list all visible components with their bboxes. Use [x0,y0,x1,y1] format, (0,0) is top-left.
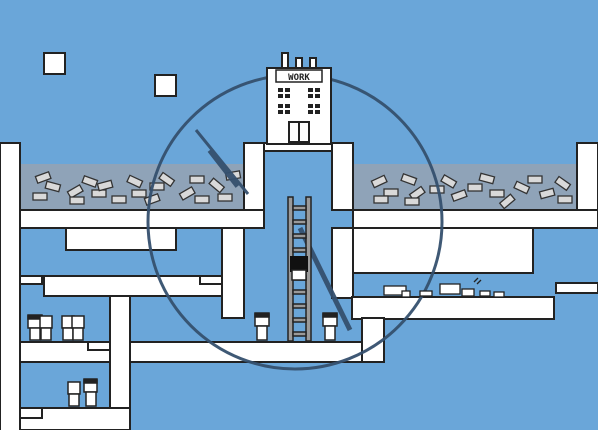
money-bills-left [32,170,242,206]
office-building-icon [266,52,332,145]
worker-sprite-icon [254,312,270,341]
floating-block [43,52,66,75]
resting-workers-icon [383,277,505,298]
worker-sprite-icon [61,315,85,341]
building-sign: WORK [288,73,310,83]
worker-sprite-icon [67,378,98,407]
floating-block [154,74,177,97]
money-bills-right [370,172,573,210]
money-pool-right [353,164,577,210]
worker-sprite-icon [27,314,53,341]
worker-sprite-icon [322,312,338,341]
player-sprite-icon [290,256,308,281]
